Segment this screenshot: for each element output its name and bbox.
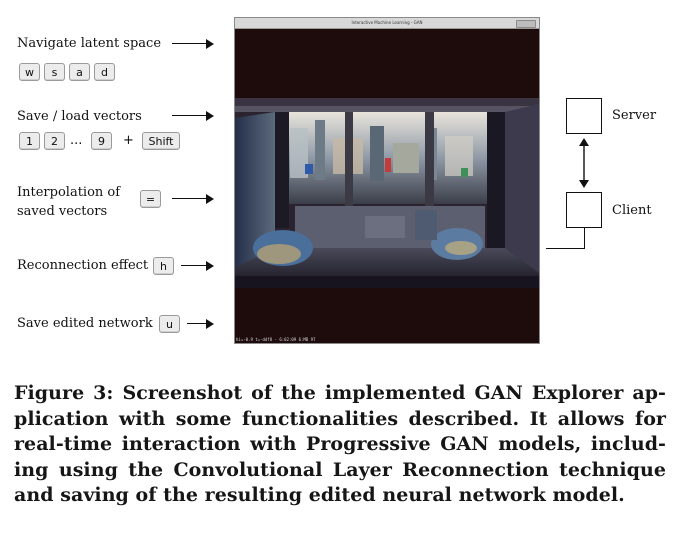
key-9: 9 <box>91 132 112 150</box>
plus-sign: + <box>123 133 134 148</box>
save-network-label: Save edited network <box>17 316 153 331</box>
server-box <box>566 98 602 134</box>
save-load-arrow-icon <box>172 111 214 121</box>
interpolation-label-line2: saved vectors <box>17 204 108 219</box>
save-load-label: Save / load vectors <box>17 109 142 124</box>
navigate-label: Navigate latent space <box>17 36 162 51</box>
interpolation-label-line1: Interpolation of <box>17 185 121 200</box>
client-label: Client <box>612 203 652 218</box>
key-w: w <box>19 63 40 81</box>
save-network-arrow-icon <box>187 319 214 329</box>
figure-caption: Figure 3: Screenshot of the implemented … <box>14 381 674 509</box>
caption-line: and saving of the resulting edited neura… <box>14 484 625 506</box>
key-shift: Shift <box>142 132 180 150</box>
caption-line: Figure 3: Screenshot of the implemented … <box>14 382 666 404</box>
client-box <box>566 192 602 228</box>
key-2: 2 <box>44 132 65 150</box>
bidirectional-arrow-icon <box>579 138 589 188</box>
key-d: d <box>94 63 115 81</box>
key-h: h <box>153 257 174 275</box>
key-s: s <box>44 63 65 81</box>
interpolation-arrow-icon <box>172 194 214 204</box>
reconnection-label: Reconnection effect <box>17 258 149 273</box>
caption-line: plication with some functionalities desc… <box>14 407 666 430</box>
reconnection-arrow-icon <box>181 261 214 271</box>
key-u: u <box>159 315 180 333</box>
server-label: Server <box>612 108 657 123</box>
caption-line: real-time interaction with Progressive G… <box>14 433 666 455</box>
gan-explorer-window: Interactive Machine Learning - GAN <box>234 17 540 344</box>
key-a: a <box>69 63 90 81</box>
window-titlebar: Interactive Machine Learning - GAN <box>235 18 539 29</box>
key-1: 1 <box>19 132 40 150</box>
caption-line: ing using the Convolutional Layer Reconn… <box>14 458 666 481</box>
generated-bus-interior-image <box>235 98 539 288</box>
client-connector-vertical <box>584 228 586 249</box>
window-title: Interactive Machine Learning - GAN <box>351 20 423 25</box>
status-bar: hi=-0.9 t=-ddf8 - 6:02:09 6:MB 97 <box>236 337 316 342</box>
client-connector-horizontal <box>546 248 585 250</box>
window-controls-icon[interactable] <box>516 20 536 28</box>
ellipsis: ... <box>70 133 83 148</box>
navigate-arrow-icon <box>172 39 214 49</box>
key-equals: = <box>140 190 161 208</box>
